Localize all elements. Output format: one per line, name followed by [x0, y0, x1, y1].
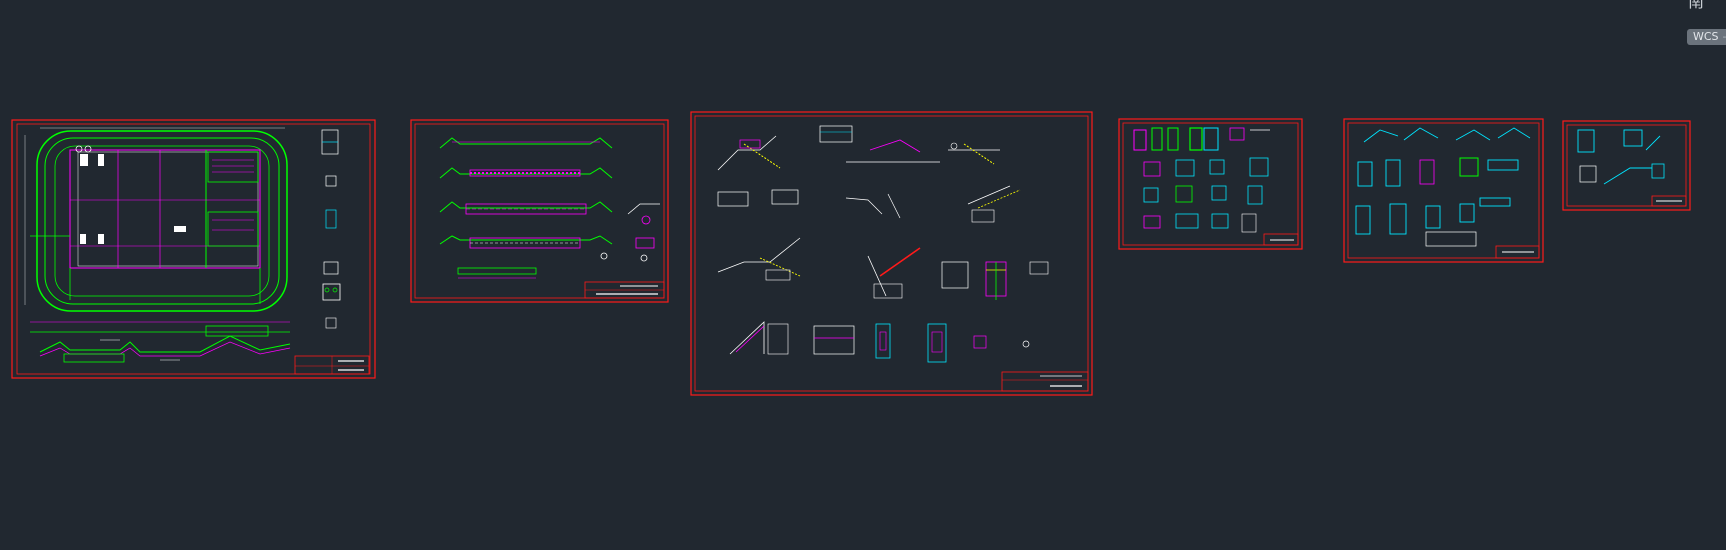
- wcs-coordinate-menu[interactable]: WCS-: [1687, 29, 1726, 45]
- drawing-sheet-4[interactable]: [1118, 118, 1303, 250]
- viewcube-compass-label[interactable]: 南: [1688, 0, 1705, 11]
- drawing-sheet-2[interactable]: [410, 119, 669, 303]
- drawing-sheet-6[interactable]: [1562, 120, 1691, 211]
- wcs-label: WCS: [1693, 30, 1719, 43]
- drawing-sheet-1[interactable]: [11, 119, 376, 379]
- dropdown-dash-icon: -: [1723, 30, 1726, 43]
- drawing-sheet-5[interactable]: [1343, 118, 1544, 263]
- drawing-sheet-3[interactable]: [690, 111, 1093, 396]
